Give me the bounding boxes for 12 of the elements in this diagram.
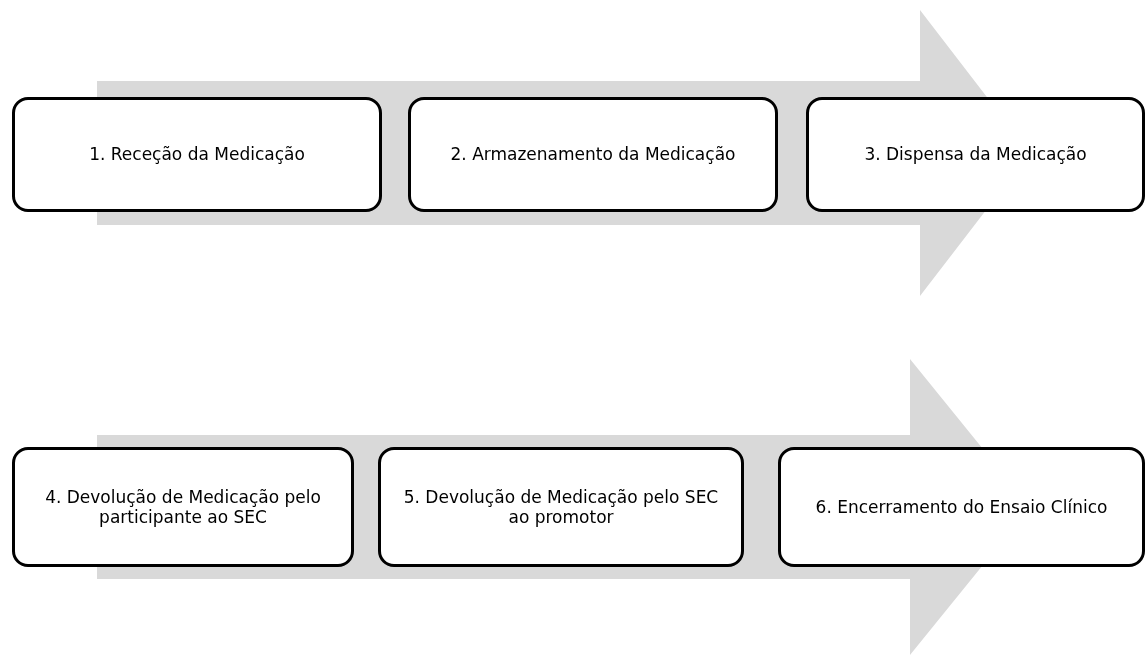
step-label: 2. Armazenamento da Medicação	[450, 144, 736, 165]
process-box	[12, 97, 382, 212]
step-label: 6. Encerramento do Ensaio Clínico	[815, 496, 1108, 518]
step-label: 4. Devolução de Medicação pelo participante ao SEC	[44, 486, 322, 528]
step-label: 5. Devolução de Medicação pelo SEC ao promotor	[402, 486, 720, 528]
process-box	[378, 447, 744, 567]
process-box	[408, 97, 778, 212]
process-box	[12, 447, 354, 567]
step-label: 3. Dispensa da Medicação	[864, 144, 1087, 165]
step-label: 1. Receção da Medicação	[89, 144, 305, 165]
process-box	[778, 447, 1145, 567]
process-box	[806, 97, 1145, 212]
